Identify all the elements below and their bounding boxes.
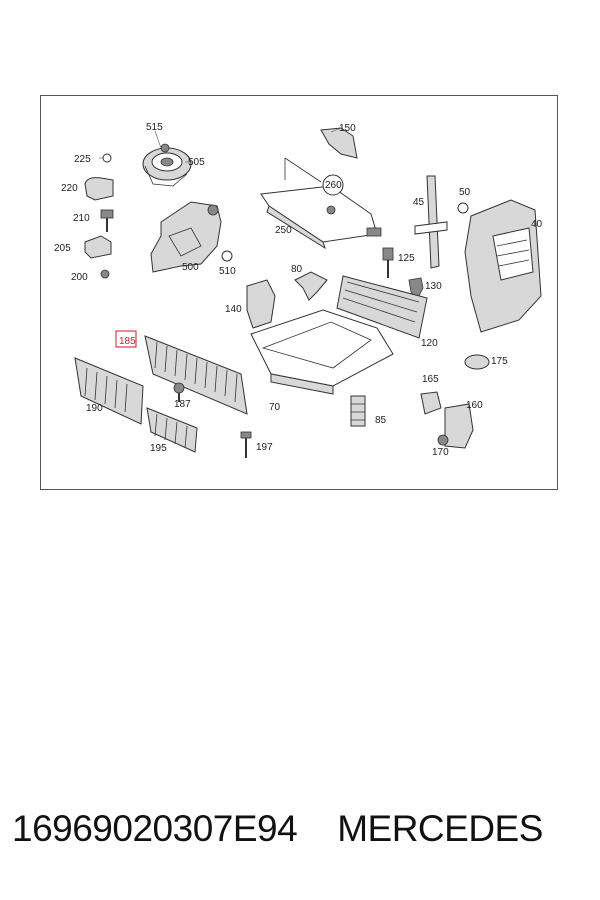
part-85-drawing (350, 395, 366, 427)
label-150: 150 (339, 123, 356, 134)
label-260: 260 (325, 180, 342, 191)
label-515: 515 (146, 122, 163, 133)
part-200-drawing (100, 269, 110, 279)
label-185[interactable]: 185 (119, 336, 136, 347)
parts-diagram: 515 225 505 220 210 205 200 500 510 150 … (40, 95, 558, 490)
brand-name: MERCEDES (337, 808, 543, 849)
part-40-drawing (464, 199, 542, 333)
label-140: 140 (225, 304, 242, 315)
label-225: 225 (74, 154, 91, 165)
part-80-drawing (294, 271, 328, 301)
label-45: 45 (413, 197, 425, 208)
label-50: 50 (459, 187, 471, 198)
part-160-drawing (437, 403, 474, 449)
label-170: 170 (432, 447, 449, 458)
part-505-drawing (142, 143, 192, 187)
label-250: 250 (275, 225, 292, 236)
label-197: 197 (256, 442, 273, 453)
label-500: 500 (182, 262, 199, 273)
label-195: 195 (150, 443, 167, 454)
part-130-drawing (408, 277, 424, 301)
label-85: 85 (375, 415, 387, 426)
label-175: 175 (491, 356, 508, 367)
part-125-drawing (382, 247, 394, 278)
label-210: 210 (73, 213, 90, 224)
leader-lines (99, 127, 342, 163)
label-510: 510 (219, 266, 236, 277)
part-50-drawing (457, 202, 469, 214)
part-165-drawing (420, 391, 442, 415)
label-205: 205 (54, 243, 71, 254)
label-190: 190 (86, 403, 103, 414)
part-210-drawing (100, 209, 114, 232)
part-140-drawing (246, 279, 276, 329)
label-505: 505 (188, 157, 205, 168)
part-185-drawing (144, 335, 248, 415)
label-125: 125 (398, 253, 415, 264)
part-number: 16969020307E94 (12, 808, 298, 849)
part-45-drawing (426, 175, 440, 269)
part-185-highlight (115, 330, 137, 348)
label-165: 165 (422, 374, 439, 385)
label-40: 40 (531, 219, 543, 230)
part-205-drawing (84, 235, 112, 259)
part-225-drawing (102, 153, 112, 163)
label-70: 70 (269, 402, 281, 413)
diagram-canvas: 515 225 505 220 210 205 200 500 510 150 … (54, 122, 543, 458)
label-220: 220 (61, 183, 78, 194)
part-187-drawing (173, 382, 185, 402)
part-500-drawing (150, 201, 222, 273)
part-120-drawing (336, 275, 428, 339)
part-197-drawing (240, 431, 252, 458)
part-70-drawing (250, 309, 394, 395)
label-160: 160 (466, 400, 483, 411)
label-187: 187 (174, 399, 191, 410)
caption: 16969020307E94 MERCEDES (12, 808, 592, 858)
part-510-drawing (221, 250, 233, 262)
part-195-drawing (146, 407, 198, 453)
part-220-drawing (84, 177, 114, 201)
label-130: 130 (425, 281, 442, 292)
label-200: 200 (71, 272, 88, 283)
part-190-drawing (74, 357, 144, 425)
label-120: 120 (421, 338, 438, 349)
part-175-drawing (464, 354, 490, 370)
part-260-callout (322, 174, 344, 196)
label-80: 80 (291, 264, 303, 275)
